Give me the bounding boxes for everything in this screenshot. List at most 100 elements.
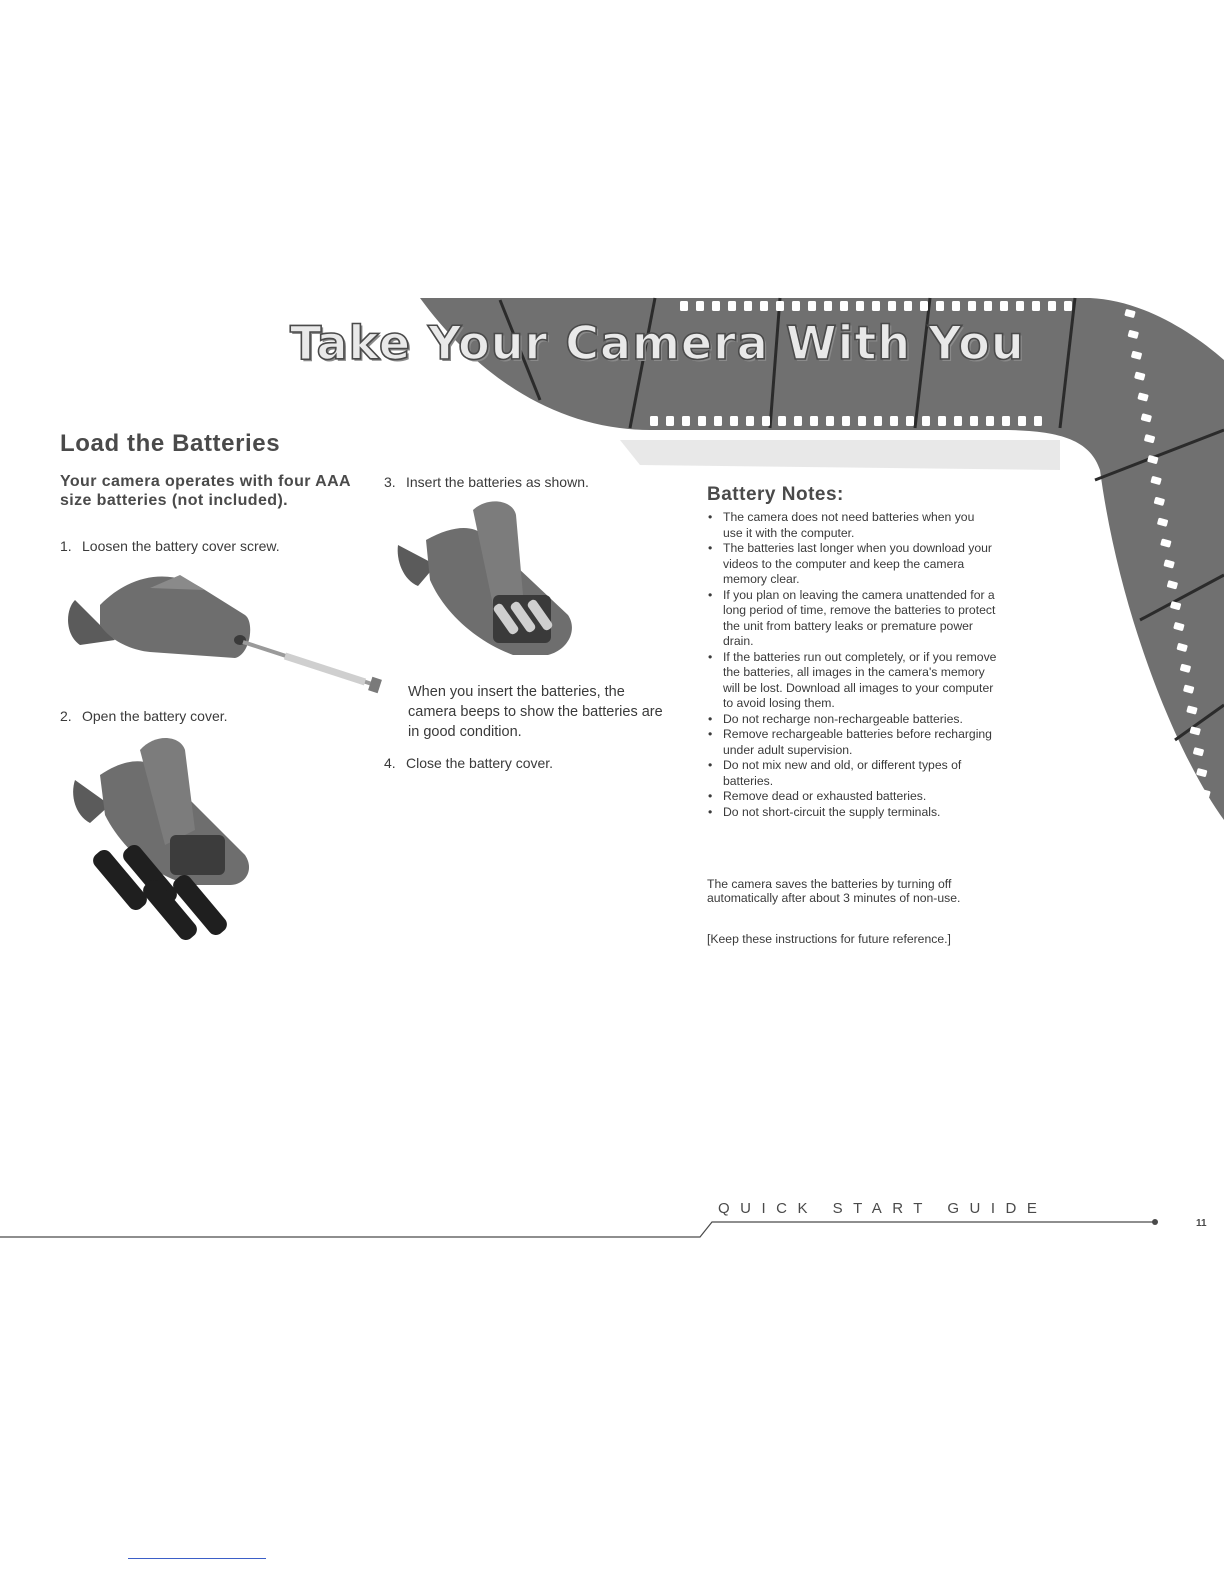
sprocket-hole: [1016, 301, 1024, 311]
sprocket-hole: [1000, 301, 1008, 311]
sprocket-hole: [680, 301, 688, 311]
sprocket-hole: [842, 416, 850, 426]
sprocket-hole: [778, 416, 786, 426]
sprocket-hole: [986, 416, 994, 426]
sprocket-hole: [714, 416, 722, 426]
section-heading: Load the Batteries: [60, 430, 281, 457]
sprocket-hole: [840, 301, 848, 311]
sprocket-hole: [970, 416, 978, 426]
sprocket-hole: [1127, 330, 1139, 339]
note-item: Remove dead or exhausted batteries.: [707, 789, 997, 805]
sprocket-hole: [1134, 371, 1146, 381]
sprocket-hole: [984, 301, 992, 311]
note-item: If you plan on leaving the camera unatte…: [707, 588, 997, 650]
sprocket-hole: [1034, 416, 1042, 426]
sprocket-hole: [968, 301, 976, 311]
note-item: Remove rechargeable batteries before rec…: [707, 727, 997, 758]
sprocket-hole: [1002, 416, 1010, 426]
step-text: Loosen the battery cover screw.: [82, 538, 280, 554]
step-text: Insert the batteries as shown.: [406, 474, 589, 490]
sprocket-hole: [906, 416, 914, 426]
sprocket-hole: [920, 301, 928, 311]
sprocket-hole: [1150, 476, 1162, 485]
sprocket-hole: [824, 301, 832, 311]
note-item: If the batteries run out completely, or …: [707, 650, 997, 712]
sprocket-hole: [810, 416, 818, 426]
battery-notes-heading: Battery Notes:: [707, 484, 844, 505]
keep-instructions-note: [Keep these instructions for future refe…: [707, 932, 951, 946]
sprocket-hole: [858, 416, 866, 426]
page-number: 11: [1196, 1218, 1207, 1229]
step-number: 1.: [60, 538, 72, 554]
sprocket-hole: [904, 301, 912, 311]
note-item: Do not mix new and old, or different typ…: [707, 758, 997, 789]
step-2: 2. Open the battery cover.: [60, 708, 228, 724]
sprocket-hole: [1183, 684, 1195, 694]
sprocket-hole: [1173, 622, 1185, 631]
sprocket-hole: [1064, 301, 1072, 311]
sprocket-hole: [954, 416, 962, 426]
bottom-link-rule: [128, 1558, 266, 1559]
sprocket-hole: [1189, 726, 1201, 736]
camera-screwdriver-illustration: [68, 575, 382, 694]
sprocket-hole: [952, 301, 960, 311]
sprocket-hole: [794, 416, 802, 426]
sprocket-hole: [1157, 517, 1169, 527]
open-camera-batteries-illustration: [73, 737, 250, 940]
note-item: The camera does not need batteries when …: [707, 510, 997, 541]
note-item: The batteries last longer when you downl…: [707, 541, 997, 588]
step-number: 2.: [60, 708, 72, 724]
sprocket-hole: [762, 416, 770, 426]
sprocket-hole: [776, 301, 784, 311]
step-1: 1. Loosen the battery cover screw.: [60, 538, 280, 554]
sprocket-hole: [1160, 538, 1172, 548]
sprocket-hole: [696, 301, 704, 311]
sprocket-hole: [650, 416, 658, 426]
step-text: Open the battery cover.: [82, 708, 228, 724]
banner-title: Take Your Camera With You: [289, 315, 1025, 371]
footer-label: QUICK START GUIDE: [718, 1200, 1048, 1217]
sprocket-hole: [1140, 413, 1152, 423]
sprocket-hole: [712, 301, 720, 311]
sprocket-hole: [1124, 309, 1136, 318]
sprocket-hole: [808, 301, 816, 311]
sprocket-hole: [728, 301, 736, 311]
sprocket-hole: [1147, 455, 1159, 464]
step-3: 3. Insert the batteries as shown.: [384, 474, 589, 490]
sprocket-hole: [872, 301, 880, 311]
sprocket-hole: [730, 416, 738, 426]
step-number: 3.: [384, 474, 396, 490]
sprocket-hole: [1166, 580, 1178, 590]
sprocket-hole: [682, 416, 690, 426]
sprocket-hole: [760, 301, 768, 311]
step-4: 4. Close the battery cover.: [384, 755, 553, 771]
sprocket-hole: [874, 416, 882, 426]
sprocket-hole: [666, 416, 674, 426]
sprocket-hole: [1180, 663, 1191, 673]
sprocket-hole: [1186, 705, 1198, 715]
sprocket-hole: [888, 301, 896, 311]
sprocket-hole: [1196, 768, 1208, 777]
sprocket-hole: [922, 416, 930, 426]
step-number: 4.: [384, 755, 396, 771]
battery-notes-list: The camera does not need batteries when …: [707, 510, 997, 820]
sprocket-hole: [1131, 350, 1142, 360]
note-item: Do not recharge non-rechargeable batteri…: [707, 712, 997, 728]
sprocket-hole: [1193, 747, 1204, 757]
sprocket-hole: [1199, 789, 1211, 798]
sprocket-hole: [698, 416, 706, 426]
sprocket-hole: [1048, 301, 1056, 311]
sprocket-hole: [746, 416, 754, 426]
sprocket-hole: [1153, 496, 1165, 506]
step-text: Close the battery cover.: [406, 755, 554, 771]
sprocket-hole: [1032, 301, 1040, 311]
sprocket-hole: [744, 301, 752, 311]
sprocket-hole: [826, 416, 834, 426]
sprocket-hole: [1163, 559, 1175, 569]
sprocket-hole: [1144, 434, 1155, 444]
sprocket-hole: [936, 301, 944, 311]
sprocket-hole: [1170, 601, 1182, 611]
batteries-inserted-illustration: [397, 501, 572, 655]
section-intro: Your camera operates with four AAA size …: [60, 473, 351, 509]
sprocket-hole: [890, 416, 898, 426]
